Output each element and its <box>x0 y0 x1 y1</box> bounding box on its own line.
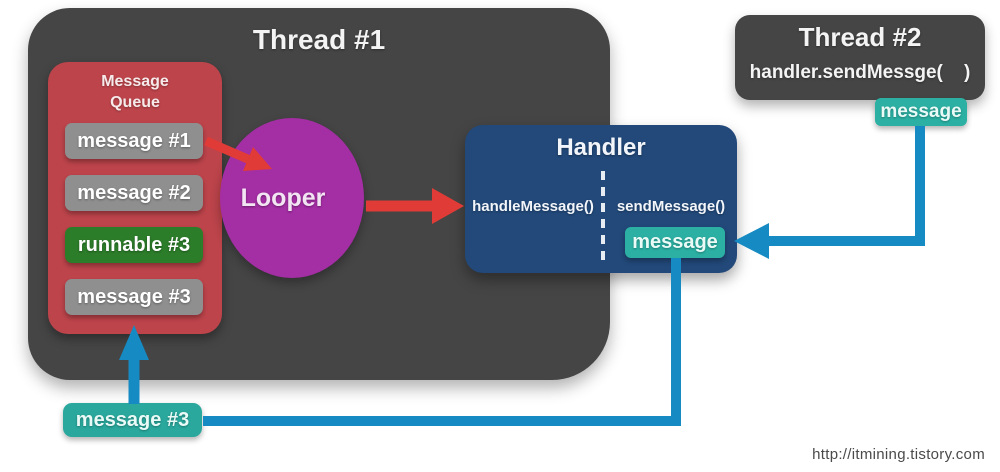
looper-label: Looper <box>240 183 326 212</box>
handler-message-badge: message <box>625 227 725 258</box>
queue-item-message-1: message #1 <box>65 123 203 159</box>
looper-circle: Looper <box>220 118 364 278</box>
thread2-title: Thread #2 <box>798 22 922 52</box>
handler-box: Handler handleMessage() sendMessage() me… <box>465 125 737 273</box>
handler-divider <box>601 171 605 267</box>
message-queue-title: Message Queue <box>101 73 169 111</box>
queue-item-message-3: message #3 <box>65 279 203 315</box>
queue-item-runnable-3: runnable #3 <box>65 227 203 263</box>
handler-title: Handler <box>556 134 646 161</box>
message-queue-box: Message Queue message #1 message #2 runn… <box>48 62 222 334</box>
queue-item-message-2: message #2 <box>65 175 203 211</box>
footer-url: http://itmining.tistory.com <box>812 446 985 463</box>
blue-arrow-thread2-to-handler-icon <box>734 126 925 259</box>
external-message-box: message #3 <box>63 403 202 437</box>
handler-method-send-message: sendMessage() <box>616 197 726 215</box>
thread2-send-call-code: handler.sendMessge( ) <box>749 62 971 83</box>
handler-method-handle-message: handleMessage() <box>472 197 594 215</box>
thread1-title: Thread #1 <box>252 24 386 55</box>
thread2-message-badge: message <box>875 98 967 126</box>
thread2-box: Thread #2 handler.sendMessge( ) <box>735 15 985 100</box>
